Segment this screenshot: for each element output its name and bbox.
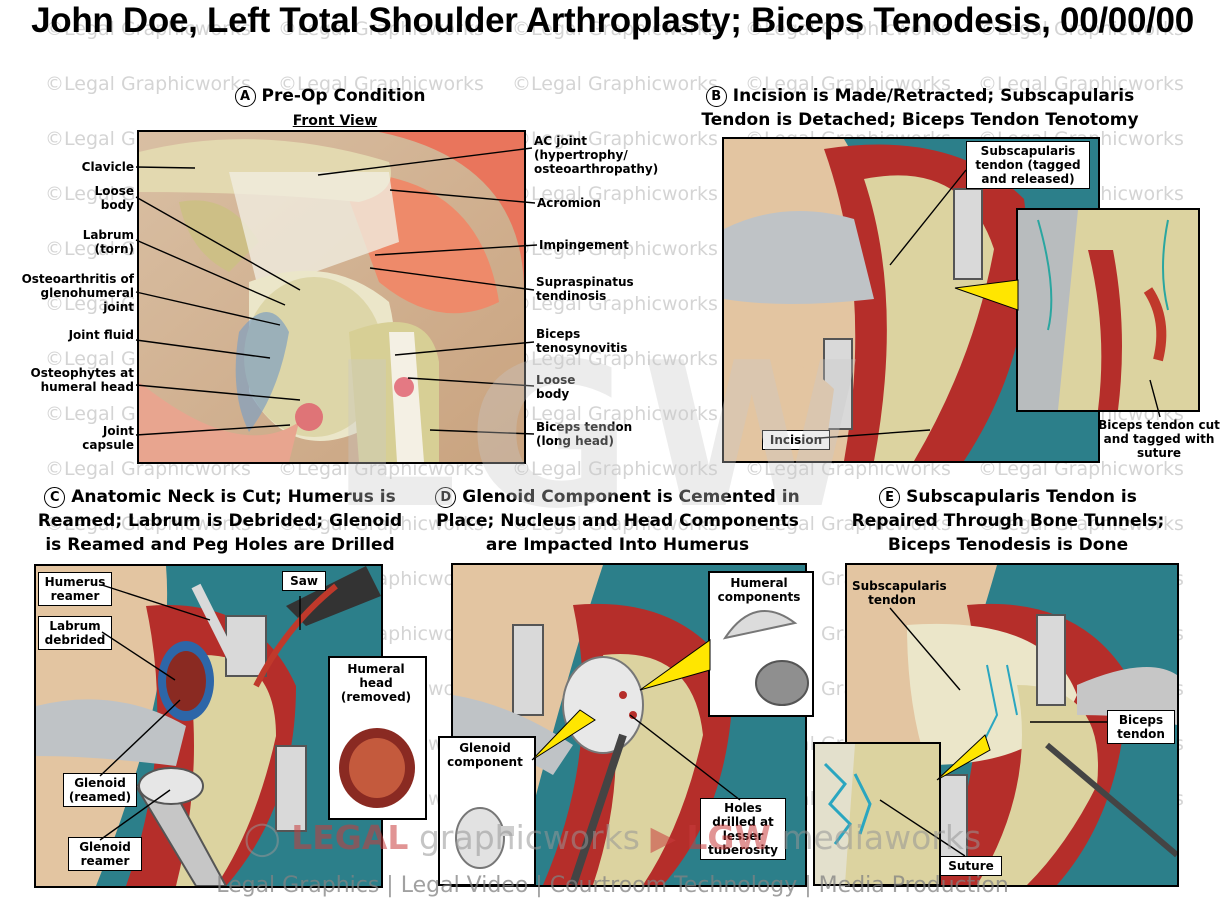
label-biceps-tenosynovitis: Biceps tenosynovitis xyxy=(536,327,628,355)
watermark-text: ©Legal Graphicworks xyxy=(978,73,1184,95)
label-humerus-reamer: Humerus reamer xyxy=(38,572,112,606)
panel-c-inset xyxy=(328,656,427,820)
watermark-text: ©Legal Graphicworks xyxy=(45,73,251,95)
panel-d-inset-glenoid xyxy=(438,736,536,886)
label-supraspinatus: Supraspinatus tendinosis xyxy=(536,275,634,303)
watermark-text: ©Legal Graphicworks xyxy=(512,128,718,150)
label-joint-fluid: Joint fluid xyxy=(68,328,134,342)
watermark-text: ©Legal Graphicworks xyxy=(512,458,718,480)
label-loose-body-a: Loose body xyxy=(94,184,134,212)
label-osteophytes: Osteophytes at humeral head xyxy=(30,366,134,394)
watermark-text: ©Legal Graphicworks xyxy=(978,18,1184,40)
label-subscapularis-tendon: Subscapularis tendon xyxy=(852,579,947,607)
watermark-text: ©Legal Graphicworks xyxy=(512,183,718,205)
label-biceps-tendon: Biceps tendon xyxy=(1107,710,1175,744)
label-humeral-components: Humeral components xyxy=(717,576,801,604)
watermark-text: ©Legal Graphicworks xyxy=(278,513,484,535)
panel-e-letter: E xyxy=(879,487,901,508)
label-saw: Saw xyxy=(282,571,326,591)
panel-c-letter: C xyxy=(44,487,66,508)
label-biceps-cut: Biceps tendon cut and tagged with suture xyxy=(1098,418,1220,460)
watermark-text: ©Legal Graphicworks xyxy=(745,73,951,95)
watermark-text: ©Legal Graphicworks xyxy=(512,348,718,370)
panel-d-letter: D xyxy=(435,487,457,508)
watermark-text: ©Legal Graphicworks xyxy=(512,403,718,425)
label-acromion: Acromion xyxy=(537,196,601,210)
footer-brand: ◯ LEGAL graphicworks ▶ LGW mediaworks xyxy=(243,818,982,857)
label-holes-drilled: Holes drilled at lesser tuberosity xyxy=(700,798,786,860)
label-glenoid-component: Glenoid component xyxy=(447,741,523,769)
label-impingement: Impingement xyxy=(539,238,629,252)
panel-e-inset xyxy=(813,742,941,886)
label-humeral-head-removed: Humeral head (removed) xyxy=(340,662,412,704)
label-ac-joint: AC joint (hypertrophy/ osteoarthropathy) xyxy=(534,134,659,176)
watermark-text: ©Legal Graphicworks xyxy=(45,18,251,40)
watermark-text: ©Legal Graphicworks xyxy=(745,458,951,480)
panel-b-inset xyxy=(1016,208,1200,412)
label-osteoarthritis: Osteoarthritis of glenohumeral joint xyxy=(21,272,134,314)
panel-a-letter: A xyxy=(234,86,256,107)
panel-b-letter: B xyxy=(705,86,727,107)
label-subscapularis-released: Subscapularis tendon (tagged and release… xyxy=(966,141,1090,189)
watermark-text: ©Legal Graphicworks xyxy=(978,513,1184,535)
watermark-text: ©Legal Graphicworks xyxy=(512,293,718,315)
label-incision: Incision xyxy=(762,430,830,450)
watermark-text: ©Legal Graphicworks xyxy=(512,73,718,95)
label-joint-capsule: Joint capsule xyxy=(82,424,134,452)
brand-circle-icon: ◯ xyxy=(243,818,281,857)
watermark-text: ©Legal Graphicworks xyxy=(278,18,484,40)
label-glenoid-reamer: Glenoid reamer xyxy=(68,837,142,871)
watermark-text: ©Legal Graphicworks xyxy=(278,73,484,95)
label-suture: Suture xyxy=(940,856,1002,876)
brand-play-icon: ▶ xyxy=(650,818,676,857)
footer-tagline: Legal Graphics | Legal Video | Courtroom… xyxy=(216,873,1009,898)
watermark-text: ©Legal Graphicworks xyxy=(745,18,951,40)
page-title: John Doe, Left Total Shoulder Arthroplas… xyxy=(31,1,1194,40)
watermark-text: ©Legal Graphicworks xyxy=(745,513,951,535)
watermark-text: ©Legal Graphicworks xyxy=(512,238,718,260)
watermark-text: ©Legal Graphicworks xyxy=(45,513,251,535)
label-biceps-long-head: Biceps tendon (long head) xyxy=(536,420,633,448)
panel-a-subtitle: Front View xyxy=(292,113,378,129)
watermark-text: ©Legal Graphicworks xyxy=(978,458,1184,480)
center-logo: LGW xyxy=(330,320,873,553)
label-loose-body-b: Loose body xyxy=(536,373,576,401)
label-labrum-debrided: Labrum debrided xyxy=(38,616,112,650)
watermark-text: ©Legal Graphicworks xyxy=(512,513,718,535)
label-glenoid-reamed: Glenoid (reamed) xyxy=(63,773,137,807)
watermark-text: ©Legal Graphicworks xyxy=(512,18,718,40)
label-clavicle: Clavicle xyxy=(81,160,134,174)
label-labrum-torn: Labrum (torn) xyxy=(82,228,134,256)
